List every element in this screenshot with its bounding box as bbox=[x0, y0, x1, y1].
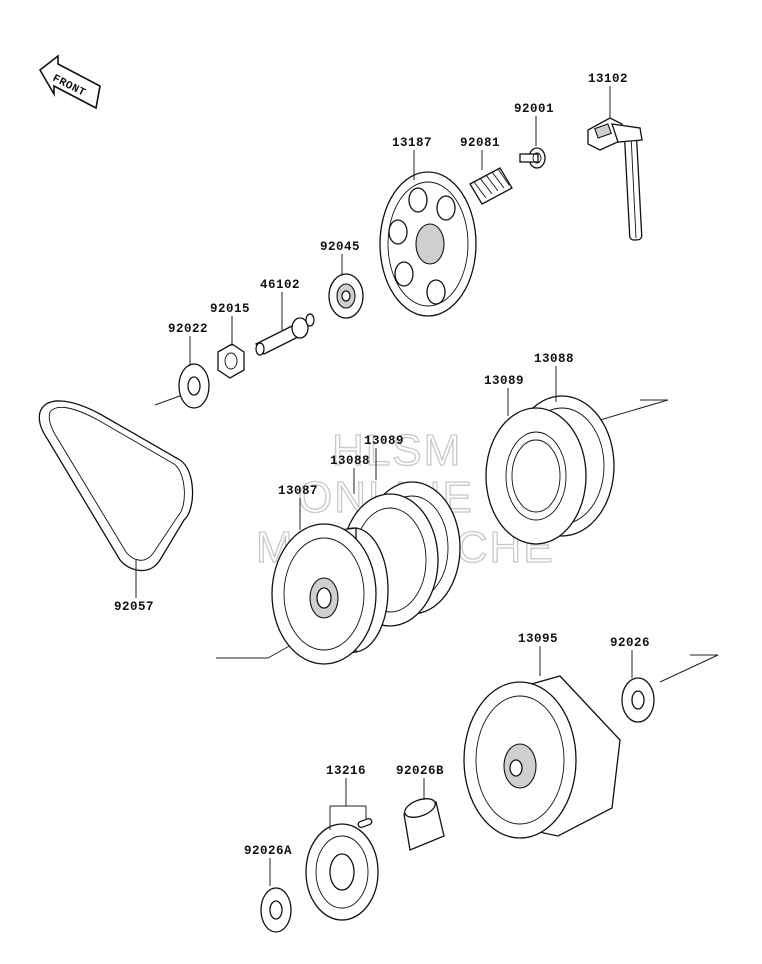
chain-part bbox=[38, 400, 194, 572]
label-92081: 92081 bbox=[460, 136, 500, 150]
release-lever-part bbox=[587, 117, 643, 241]
label-92001: 92001 bbox=[514, 102, 554, 116]
push-rod-part bbox=[254, 313, 315, 356]
label-13089-middle: 13089 bbox=[364, 434, 404, 448]
washer-part bbox=[178, 363, 210, 409]
label-92057: 92057 bbox=[114, 600, 154, 614]
label-92026B: 92026B bbox=[396, 764, 444, 778]
label-13089-right: 13089 bbox=[484, 374, 524, 388]
label-13187: 13187 bbox=[392, 136, 432, 150]
label-92015: 92015 bbox=[210, 302, 250, 316]
sleeve-part bbox=[403, 798, 445, 851]
part-labels: 13102 92001 13187 92081 92045 46102 9201… bbox=[114, 72, 650, 858]
bolt-part bbox=[519, 147, 546, 169]
washer-92026-part bbox=[621, 677, 655, 723]
label-13088-right: 13088 bbox=[534, 352, 574, 366]
steel-plate-13089-part bbox=[485, 407, 587, 545]
bearing-part bbox=[328, 273, 364, 319]
label-92045: 92045 bbox=[320, 240, 360, 254]
label-13087: 13087 bbox=[278, 484, 318, 498]
spring-part bbox=[469, 167, 513, 205]
clutch-housing-part bbox=[463, 675, 621, 839]
label-92022: 92022 bbox=[168, 322, 208, 336]
label-13088-middle: 13088 bbox=[330, 454, 370, 468]
leader-lines bbox=[135, 86, 633, 886]
nut-part bbox=[217, 343, 245, 379]
front-arrow-icon: FRONT bbox=[38, 54, 101, 110]
clutch-hub-part bbox=[271, 523, 389, 665]
gear-13216-part bbox=[305, 817, 379, 921]
label-92026A: 92026A bbox=[244, 844, 292, 858]
label-13216: 13216 bbox=[326, 764, 366, 778]
watermark-line-1: HLSM bbox=[332, 426, 462, 475]
label-13102: 13102 bbox=[588, 72, 628, 86]
washer-92026a-part bbox=[260, 887, 292, 933]
label-46102: 46102 bbox=[260, 278, 300, 292]
label-13095: 13095 bbox=[518, 632, 558, 646]
pressure-plate-part bbox=[379, 171, 477, 317]
label-92026: 92026 bbox=[610, 636, 650, 650]
